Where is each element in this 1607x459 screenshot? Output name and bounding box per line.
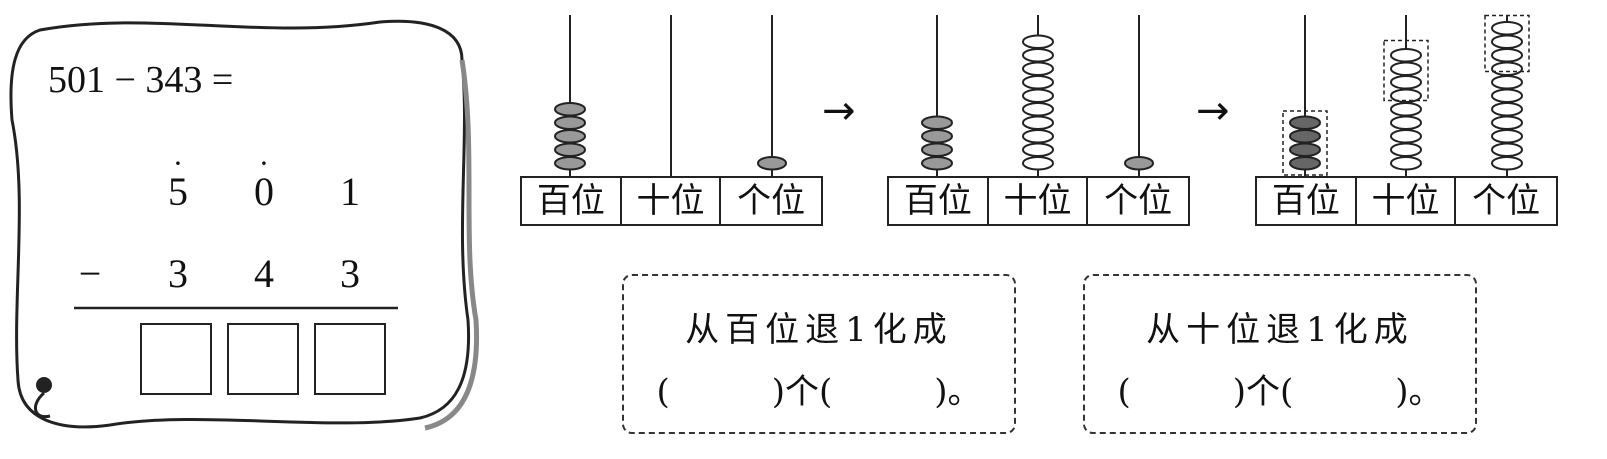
bead-hundreds [1289,142,1321,157]
bead-tens [1022,115,1054,130]
regroup-box-ones [1484,14,1530,73]
label-hundreds: 百位 [522,178,622,224]
bead-tens [1022,75,1054,90]
bead-ones [1491,21,1523,36]
minuend-ones: 1 [340,169,360,214]
bead-ones [1124,156,1154,171]
minus-sign: − [78,251,102,296]
answer-box-ones[interactable] [314,323,386,395]
bead-hundreds [921,115,953,130]
label-tens: 十位 [989,178,1089,224]
bead-tens [1390,102,1422,117]
abacus-2-labels: 百位 十位 个位 [887,176,1190,226]
bead-ones [1491,34,1523,49]
bead-hundreds [554,129,586,144]
abacus-2 [921,15,1154,176]
bead-hundreds [921,156,953,171]
prompt-tens-box: 从十位退1化成 ( )个( )。 [1083,274,1477,434]
curl-icon [36,377,52,393]
bead-tens [1022,142,1054,157]
regroup-box-tens [1383,39,1429,102]
bead-tens [1022,61,1054,76]
subtrahend-ones: 3 [340,251,360,296]
bead-hundreds [554,115,586,130]
label-hundreds: 百位 [1257,178,1357,224]
bead-ones [1491,102,1523,117]
borrow-dot-hundreds: · [173,147,183,180]
prompt-tens-blanks[interactable]: ( )个( )。 [1117,372,1443,412]
bead-ones [1491,48,1523,63]
bead-ones [1491,75,1523,90]
abacus-3-labels: 百位 十位 个位 [1255,176,1558,226]
arrow-2-icon: → [1196,88,1230,134]
bead-tens [1022,156,1054,171]
curl-tail-icon [34,391,51,419]
bead-tens [1390,156,1422,171]
bead-hundreds [921,142,953,157]
bead-tens [1390,48,1422,63]
bead-ones [1491,156,1523,171]
answer-box-tens[interactable] [227,323,299,395]
bead-ones [1491,115,1523,130]
bead-tens [1390,115,1422,130]
bead-ones [1491,88,1523,103]
regroup-box-hundreds [1282,110,1328,176]
minuend-tens: 0 [254,169,274,214]
bead-tens [1022,88,1054,103]
minuend-hundreds: 5 [168,169,188,214]
prompt-tens-text: 从十位退1化成 [1146,310,1414,350]
bead-ones [1491,129,1523,144]
subtrahend-hundreds: 3 [168,251,188,296]
bead-hundreds [921,129,953,144]
label-ones: 个位 [1104,181,1173,221]
prompt-hundreds-blanks[interactable]: ( )个( )。 [656,372,982,412]
label-tens: 十位 [622,178,722,224]
abacus-1 [554,15,787,176]
bead-hundreds [1289,115,1321,130]
label-ones: 个位 [1472,181,1541,221]
equation-text: 501 − 343 = [48,59,234,101]
arrow-1-icon: → [822,88,856,134]
label-tens: 十位 [1357,178,1457,224]
prompt-hundreds-box: 从百位退1化成 ( )个( )。 [622,274,1016,434]
bead-hundreds [1289,129,1321,144]
label-hundreds: 百位 [889,178,989,224]
bead-tens [1022,102,1054,117]
subtrahend-tens: 4 [254,251,274,296]
bead-ones [1491,61,1523,76]
answer-box-hundreds[interactable] [140,323,212,395]
bead-tens [1390,61,1422,76]
bead-hundreds [554,142,586,157]
bead-tens [1022,129,1054,144]
bead-tens [1390,75,1422,90]
abacus-3 [1282,14,1530,176]
bead-tens [1022,48,1054,63]
bead-tens [1022,34,1054,49]
borrow-dot-tens: · [259,147,269,180]
bead-tens [1390,142,1422,157]
bead-hundreds [1289,156,1321,171]
bead-tens [1390,129,1422,144]
card-shadow [424,59,480,431]
bead-hundreds [554,102,586,117]
prompt-hundreds-text: 从百位退1化成 [685,310,953,350]
bead-hundreds [554,156,586,171]
label-ones: 个位 [737,181,806,221]
problem-card: 501 − 343 = · · 5 0 1 − 3 4 3 [0,0,490,459]
bead-ones [757,156,787,171]
bead-ones [1491,142,1523,157]
abacus-1-labels: 百位 十位 个位 [520,176,823,226]
